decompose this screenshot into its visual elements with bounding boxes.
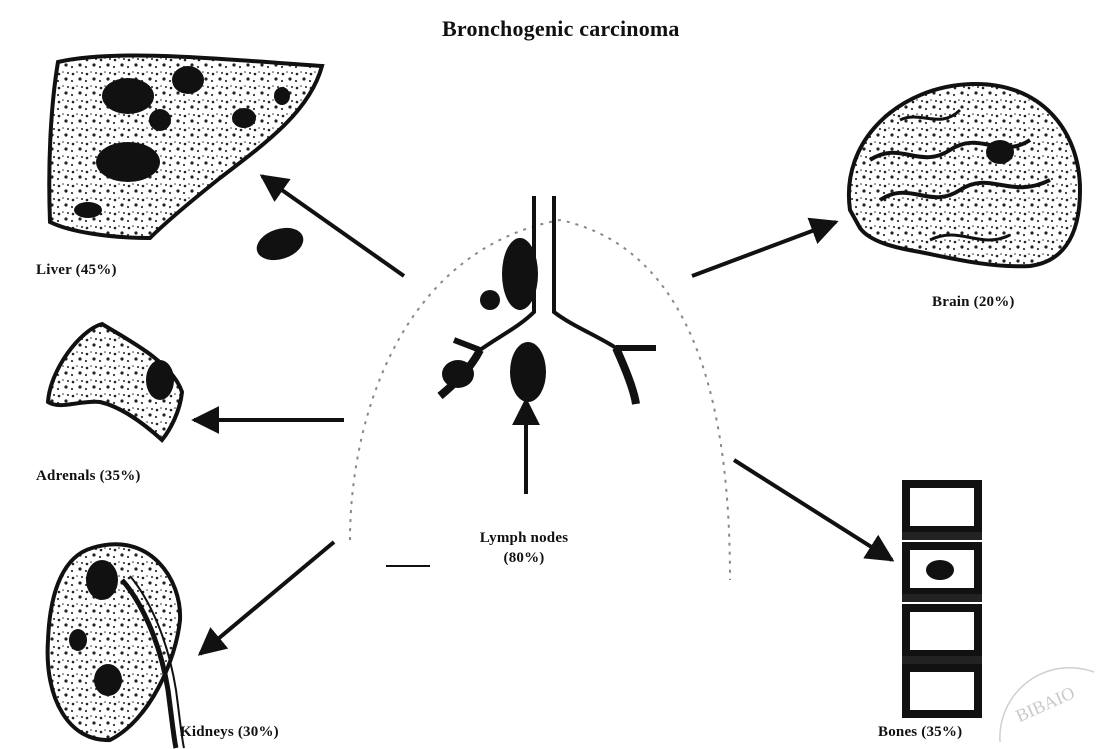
bones-label: Bones (35%): [878, 724, 962, 741]
kidney-illustration: [48, 544, 184, 748]
svg-text:BIBAIO: BIBAIO: [1013, 683, 1078, 726]
liver-illustration: [49, 55, 322, 265]
lymph-nodes-percent: (80%): [462, 548, 586, 568]
adrenal-illustration: [48, 324, 182, 440]
adrenals-label: Adrenals (35%): [36, 468, 141, 485]
library-seal-watermark: BIBAIO: [1000, 668, 1094, 742]
arrow-to-bones: [734, 460, 892, 560]
arrow-to-kidneys: [200, 542, 334, 654]
vertebrae-illustration: [902, 484, 982, 714]
thorax-illustration: [350, 196, 730, 580]
arrow-to-brain: [692, 222, 836, 276]
arrow-to-liver: [262, 176, 404, 276]
lymph-nodes-label: Lymph nodes (80%): [462, 528, 586, 568]
lymph-nodes-name: Lymph nodes: [462, 528, 586, 548]
brain-illustration: [849, 84, 1080, 266]
liver-label: Liver (45%): [36, 262, 117, 279]
kidneys-label: Kidneys (30%): [180, 724, 279, 741]
diagram-title: Bronchogenic carcinoma: [442, 16, 680, 42]
brain-label: Brain (20%): [932, 294, 1015, 311]
